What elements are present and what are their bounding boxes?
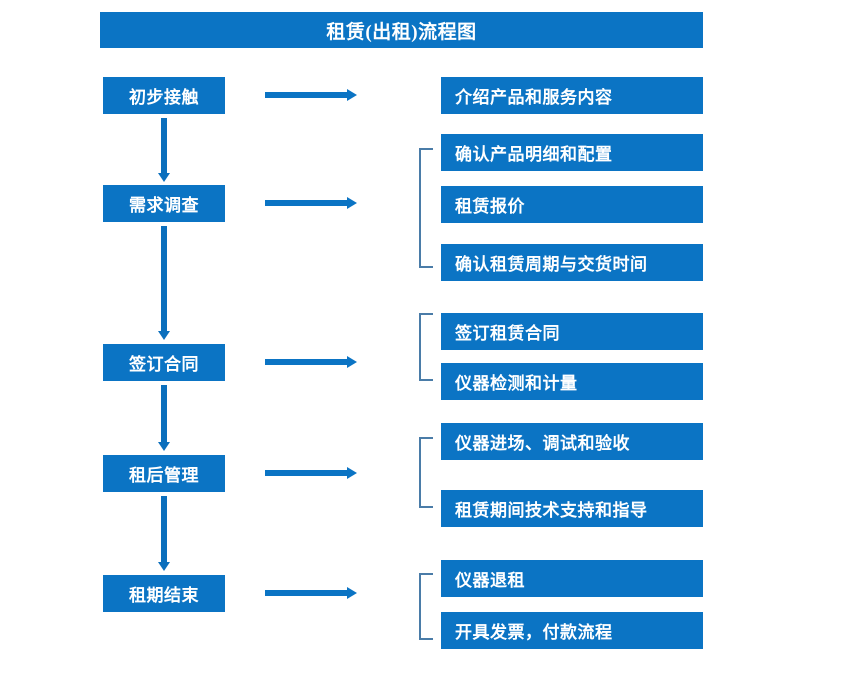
group-bracket-2 <box>419 148 433 268</box>
arrow-head <box>158 562 170 571</box>
vertical-arrow-3 <box>158 385 170 451</box>
arrow-head <box>158 331 170 340</box>
stage-box-4[interactable]: 租后管理 <box>103 455 225 492</box>
group-bracket-5 <box>419 573 433 640</box>
detail-box-4[interactable]: 确认租赁周期与交货时间 <box>441 244 703 281</box>
arrow-head <box>347 197 357 209</box>
arrow-shaft <box>265 200 348 206</box>
detail-box-6[interactable]: 仪器检测和计量 <box>441 363 703 400</box>
arrow-shaft <box>161 118 167 173</box>
arrow-head <box>347 587 357 599</box>
stage-box-1[interactable]: 初步接触 <box>103 77 225 114</box>
arrow-shaft <box>161 226 167 331</box>
detail-box-7[interactable]: 仪器进场、调试和验收 <box>441 423 703 460</box>
vertical-arrow-2 <box>158 226 170 340</box>
stage-box-5[interactable]: 租期结束 <box>103 575 225 612</box>
detail-box-5[interactable]: 签订租赁合同 <box>441 313 703 350</box>
arrow-head <box>347 356 357 368</box>
page-title: 租赁(出租)流程图 <box>100 12 703 48</box>
horizontal-arrow-3 <box>265 356 357 368</box>
arrow-shaft <box>265 470 348 476</box>
detail-box-2[interactable]: 确认产品明细和配置 <box>441 134 703 171</box>
arrow-head <box>158 442 170 451</box>
detail-box-8[interactable]: 租赁期间技术支持和指导 <box>441 490 703 527</box>
detail-box-10[interactable]: 开具发票，付款流程 <box>441 612 703 649</box>
arrow-head <box>347 89 357 101</box>
arrow-shaft <box>265 359 348 365</box>
detail-box-9[interactable]: 仪器退租 <box>441 560 703 597</box>
stage-box-3[interactable]: 签订合同 <box>103 344 225 381</box>
arrow-shaft <box>161 385 167 442</box>
arrow-head <box>158 173 170 182</box>
horizontal-arrow-2 <box>265 197 357 209</box>
horizontal-arrow-5 <box>265 587 357 599</box>
horizontal-arrow-4 <box>265 467 357 479</box>
vertical-arrow-1 <box>158 118 170 182</box>
detail-box-1[interactable]: 介绍产品和服务内容 <box>441 77 703 114</box>
group-bracket-3 <box>419 313 433 381</box>
arrow-shaft <box>265 590 348 596</box>
detail-box-3[interactable]: 租赁报价 <box>441 186 703 223</box>
group-bracket-4 <box>419 437 433 508</box>
arrow-shaft <box>161 496 167 562</box>
stage-box-2[interactable]: 需求调查 <box>103 185 225 222</box>
vertical-arrow-4 <box>158 496 170 571</box>
horizontal-arrow-1 <box>265 89 357 101</box>
arrow-head <box>347 467 357 479</box>
arrow-shaft <box>265 92 348 98</box>
